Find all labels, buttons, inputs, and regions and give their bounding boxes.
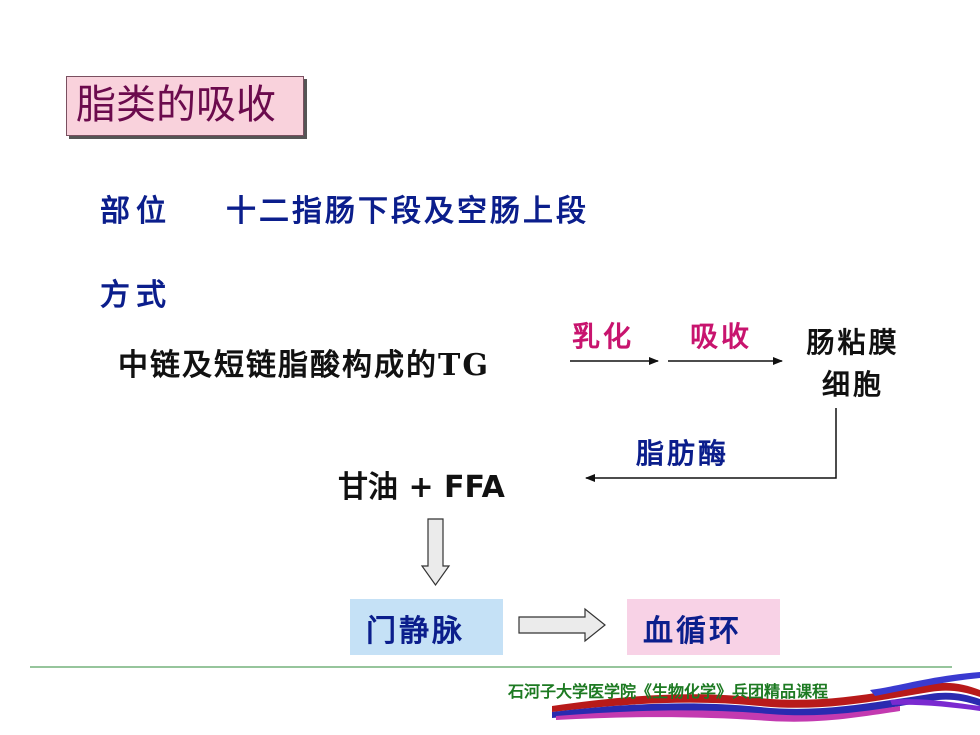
site-value: 十二指肠下段及空肠上段 [226,194,589,229]
glycerol-label: 甘油 [338,470,398,505]
down-block-arrow [420,518,451,587]
circulation-label: 血循环 [643,614,742,649]
title-box [66,76,304,136]
method-label: 方式 [100,278,172,313]
mucosa-cell-line2: 细胞 [821,368,884,401]
source-tg-text: 中链及短链脂酸构成的TG [118,348,490,383]
portal-vein-label: 门静脉 [366,614,465,649]
absorb-label: 吸收 [690,320,753,353]
right-block-arrow [518,607,606,643]
portal-vein-box [350,599,503,655]
lipase-label: 脂肪酶 [636,437,730,470]
lipase-return-arrow [585,408,837,482]
footer-course-text: 石河子大学医学院《生物化学》兵团精品课程 [508,682,829,701]
mucosa-cell-line1: 肠粘膜 [806,326,900,359]
emulsify-label: 乳化 [572,320,635,353]
ffa-label: + FFA [408,470,505,505]
mucosa-cell-text: 肠粘膜 细胞 [793,322,913,406]
site-label: 部位 [100,194,172,229]
ribbon-decoration [552,672,980,722]
glycerol-ffa-text: 甘油 + FFA [338,462,505,506]
slide-title: 脂类的吸收 [76,82,276,128]
circulation-box [627,599,780,655]
